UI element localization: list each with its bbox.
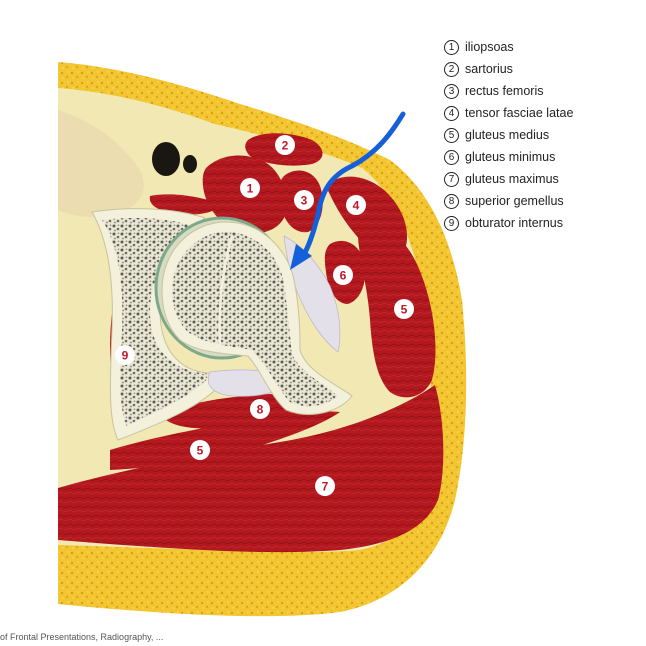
legend-number: 4: [444, 105, 459, 121]
svg-text:6: 6: [340, 269, 347, 283]
pelvic-region: [58, 110, 144, 218]
legend-number: 7: [444, 171, 459, 187]
legend-number: 1: [444, 39, 459, 55]
legend-number: 3: [444, 83, 459, 99]
muscle-gluteus-medius-lower: [110, 411, 340, 470]
legend-number: 6: [444, 149, 459, 165]
legend-number: 2: [444, 61, 459, 77]
legend-item-gluteus-minimus: 6 gluteus minimus: [444, 146, 634, 168]
femoral-marrow: [172, 232, 338, 407]
svg-text:5: 5: [401, 303, 408, 317]
label-1: 1: [240, 178, 260, 198]
svg-text:1: 1: [247, 182, 254, 196]
legend-text: gluteus minimus: [465, 150, 556, 164]
caption: of Frontal Presentations, Radiography, .…: [0, 632, 164, 642]
legend-text: gluteus maximus: [465, 172, 559, 186]
growth-line: [218, 235, 234, 349]
legend-number: 9: [444, 215, 459, 231]
svg-text:4: 4: [353, 199, 360, 213]
svg-text:3: 3: [301, 194, 308, 208]
muscle-tensor-fasciae-latae: [326, 176, 408, 255]
vessel-right: [183, 155, 197, 173]
legend-item-obturator-internus: 9 obturator internus: [444, 212, 634, 234]
arrow-head-icon: [290, 244, 312, 270]
acetabulum-marrow: [102, 218, 212, 426]
legend-number: 8: [444, 193, 459, 209]
legend-item-gluteus-maximus: 7 gluteus maximus: [444, 168, 634, 190]
label-2: 2: [275, 135, 295, 155]
legend-text: obturator internus: [465, 216, 563, 230]
vessel-left: [152, 142, 180, 176]
legend-text: tensor fasciae latae: [465, 106, 574, 120]
legend-item-iliopsoas: 1 iliopsoas: [444, 36, 634, 58]
label-9: 9: [115, 345, 135, 365]
legend-item-tensor-fasciae-latae: 4 tensor fasciae latae: [444, 102, 634, 124]
muscle-small-anterior: [149, 194, 220, 215]
svg-text:7: 7: [322, 480, 329, 494]
legend-text: iliopsoas: [465, 40, 514, 54]
arrow-icon: [300, 111, 406, 259]
label-7: 7: [315, 476, 335, 496]
label-6: 6: [333, 265, 353, 285]
muscle-gluteus-maximus: [58, 385, 444, 553]
legend-item-superior-gemellus: 8 superior gemellus: [444, 190, 634, 212]
svg-text:9: 9: [122, 349, 129, 363]
legend-text: superior gemellus: [465, 194, 564, 208]
label-8: 8: [250, 399, 270, 419]
svg-text:2: 2: [282, 139, 289, 153]
legend-item-gluteus-medius: 5 gluteus medius: [444, 124, 634, 146]
legend: 1 iliopsoas 2 sartorius 3 rectus femoris…: [444, 36, 634, 234]
legend-item-rectus-femoris: 3 rectus femoris: [444, 80, 634, 102]
svg-text:5: 5: [197, 444, 204, 458]
legend-text: gluteus medius: [465, 128, 550, 142]
legend-text: sartorius: [465, 62, 513, 76]
legend-number: 5: [444, 127, 459, 143]
label-5-lower: 5: [190, 440, 210, 460]
legend-item-sartorius: 2 sartorius: [444, 58, 634, 80]
legend-text: rectus femoris: [465, 84, 544, 98]
svg-text:8: 8: [257, 403, 264, 417]
label-4: 4: [346, 195, 366, 215]
label-5-upper: 5: [394, 299, 414, 319]
label-3: 3: [294, 190, 314, 210]
